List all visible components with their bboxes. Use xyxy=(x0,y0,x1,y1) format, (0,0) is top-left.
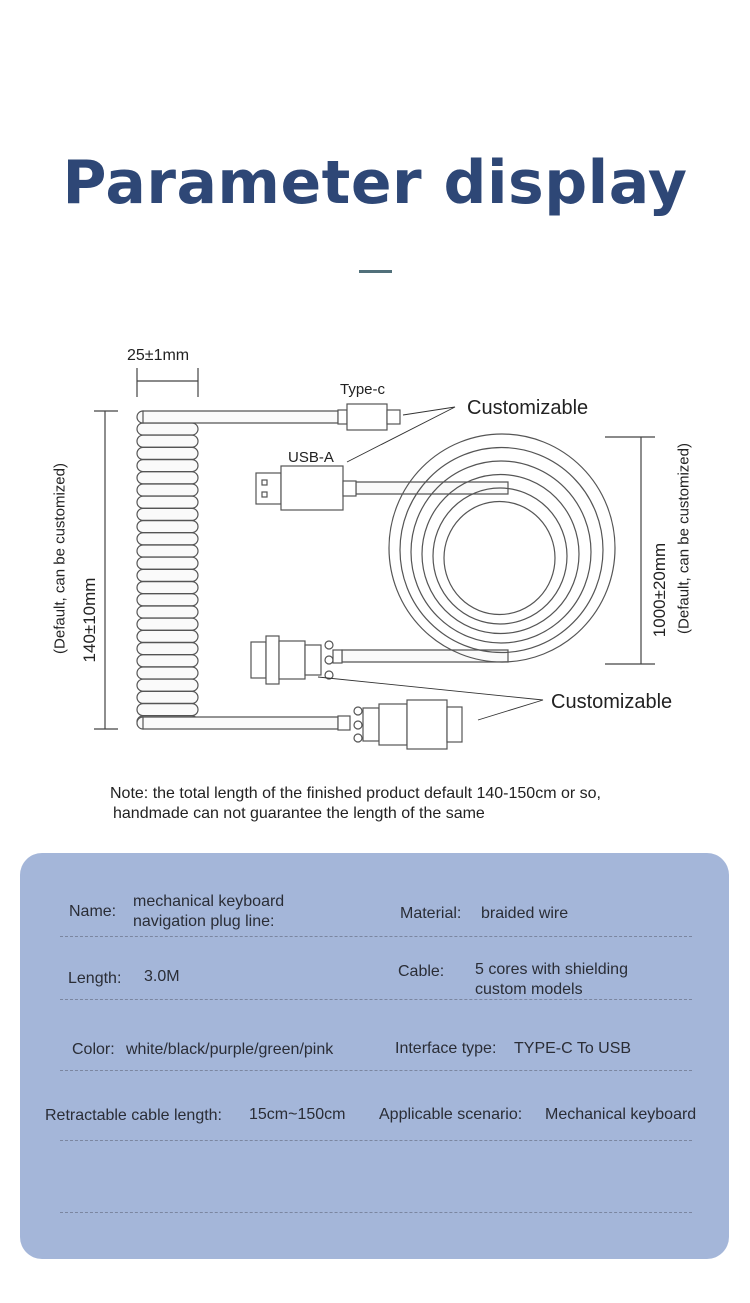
coil-loop xyxy=(136,666,199,680)
coil-loop xyxy=(136,532,199,546)
spec-panel xyxy=(20,853,729,1259)
cable-length-note: (Default, can be customized) xyxy=(675,443,693,634)
cable-ring xyxy=(388,433,616,663)
coil-loop xyxy=(136,568,199,583)
leader-lines xyxy=(317,406,544,721)
coil-length-label: 140±10mm xyxy=(80,577,99,663)
interface-label: Interface type: xyxy=(395,1040,497,1057)
usb-a-label: USB-A xyxy=(288,449,334,466)
coil-loop xyxy=(136,459,199,473)
cable-ring xyxy=(432,487,568,625)
cable-value: 5 cores with shielding custom models xyxy=(475,960,628,1000)
type-c-connector xyxy=(337,403,401,431)
coil-loop xyxy=(136,495,199,509)
name-value: mechanical keyboard navigation plug line… xyxy=(133,892,284,932)
row-divider xyxy=(60,1212,692,1213)
scenario-value: Mechanical keyboard xyxy=(545,1106,697,1123)
cable-value-line-1: 5 cores with shielding xyxy=(475,961,628,978)
cable-ring xyxy=(399,446,604,654)
retractable-length-label: Retractable cable length: xyxy=(45,1107,222,1124)
name-label: Name: xyxy=(69,903,117,920)
note-line-2: handmade can not guarantee the length of… xyxy=(113,805,485,822)
interface-value: TYPE-C To USB xyxy=(514,1040,632,1057)
cable-diagram xyxy=(94,368,655,750)
cable-ring xyxy=(410,460,592,644)
coil-loop xyxy=(136,702,199,717)
coil-loop xyxy=(136,507,199,521)
customizable-top-label: Customizable xyxy=(467,397,589,419)
coil-loop xyxy=(136,617,199,631)
coil-loop xyxy=(136,605,199,619)
dimension-lines xyxy=(94,368,655,730)
page-title: Parameter display xyxy=(62,148,688,218)
material-value: braided wire xyxy=(481,905,569,922)
coil-loop xyxy=(136,580,199,595)
cable-label: Cable: xyxy=(398,963,445,980)
aviation-connector-bottom xyxy=(337,699,463,750)
row-divider xyxy=(60,999,692,1000)
scenario-label: Applicable scenario: xyxy=(379,1106,523,1123)
cable-length-label: 1000±20mm xyxy=(650,542,669,638)
color-value: white/black/purple/green/pink xyxy=(126,1041,334,1058)
row-divider xyxy=(60,1070,692,1071)
length-note: Note: the total length of the finished p… xyxy=(110,784,601,824)
cable-ring xyxy=(421,473,580,635)
length-value: 3.0M xyxy=(144,968,180,985)
note-line-1: Note: the total length of the finished p… xyxy=(110,785,601,802)
coil-loop xyxy=(136,422,199,436)
material-label: Material: xyxy=(400,905,462,922)
cable-value-line-2: custom models xyxy=(475,981,583,998)
color-label: Color: xyxy=(72,1041,115,1058)
name-value-line-2: navigation plug line: xyxy=(133,913,275,930)
coil-loop xyxy=(136,446,199,460)
coil-loop xyxy=(136,519,199,534)
coil-width-label: 25±1mm xyxy=(127,347,190,364)
name-value-line-1: mechanical keyboard xyxy=(133,893,285,910)
coil-loop xyxy=(136,483,199,497)
row-divider xyxy=(60,936,692,937)
coiled-cable-rings xyxy=(388,433,616,663)
coil-loop xyxy=(136,556,199,570)
coil-length-note: (Default, can be customized) xyxy=(51,463,69,654)
aviation-connector-top xyxy=(250,635,343,685)
customizable-bottom-label: Customizable xyxy=(551,691,673,713)
retractable-length-value: 15cm~150cm xyxy=(249,1106,346,1123)
coil-loop xyxy=(136,544,199,558)
coil-loop xyxy=(136,690,199,705)
title-accent-divider xyxy=(359,270,392,273)
coil-loop xyxy=(136,471,199,485)
coil-loop xyxy=(136,654,199,668)
cable-ring xyxy=(443,500,556,616)
usb-a-connector xyxy=(255,465,357,511)
coil-loop xyxy=(136,678,199,692)
coil-loop xyxy=(136,434,199,448)
coil-loop xyxy=(136,641,199,656)
length-label: Length: xyxy=(68,970,122,987)
coil-loop xyxy=(136,593,199,607)
row-divider xyxy=(60,1140,692,1141)
coil-loop xyxy=(136,629,199,644)
type-c-label: Type-c xyxy=(340,381,386,398)
coiled-cable xyxy=(136,410,199,730)
